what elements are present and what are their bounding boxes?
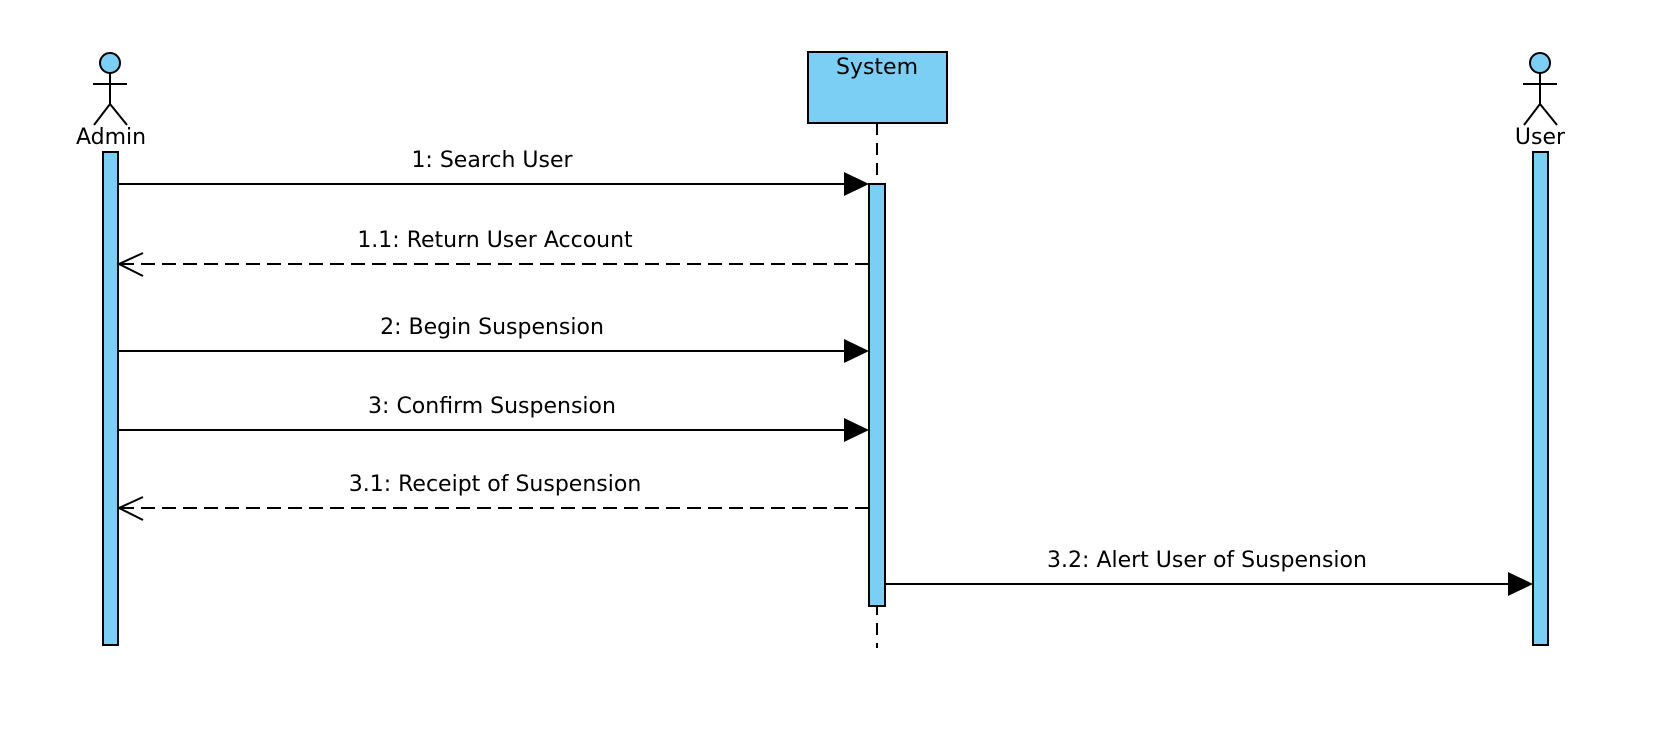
participant-label-user: User — [1515, 125, 1566, 150]
filled-arrowhead-icon — [1508, 572, 1533, 596]
user-activation-bar — [1532, 151, 1549, 646]
filled-arrowhead-icon — [844, 418, 869, 442]
message-label: 1.1: Return User Account — [357, 228, 633, 253]
participant-user[interactable]: User — [1515, 52, 1566, 150]
message-return-user-account[interactable]: 1.1: Return User Account — [116, 228, 869, 277]
system-activation-bar — [868, 183, 886, 607]
participant-label-system: System — [836, 55, 918, 80]
admin-actor-icon — [93, 52, 128, 126]
message-label: 3.1: Receipt of Suspension — [349, 472, 642, 497]
message-label: 2: Begin Suspension — [380, 315, 604, 340]
user-actor-icon — [1523, 52, 1558, 126]
message-alert-user-of-suspension[interactable]: 3.2: Alert User of Suspension — [885, 548, 1533, 596]
message-receipt-of-suspension[interactable]: 3.1: Receipt of Suspension — [116, 472, 869, 521]
message-label: 3: Confirm Suspension — [368, 394, 616, 419]
admin-activation-bar — [102, 151, 119, 646]
filled-arrowhead-icon — [844, 172, 869, 196]
open-arrowhead-icon — [116, 252, 144, 277]
message-begin-suspension[interactable]: 2: Begin Suspension — [118, 315, 869, 363]
message-confirm-suspension[interactable]: 3: Confirm Suspension — [118, 394, 869, 442]
system-object-box — [807, 51, 948, 124]
participant-system[interactable]: System — [807, 51, 948, 124]
message-label: 1: Search User — [411, 148, 573, 173]
open-arrowhead-icon — [116, 496, 144, 521]
participant-admin[interactable]: Admin — [76, 52, 146, 150]
message-label: 3.2: Alert User of Suspension — [1047, 548, 1367, 573]
participant-label-admin: Admin — [76, 125, 146, 150]
message-search-user[interactable]: 1: Search User — [118, 148, 869, 196]
filled-arrowhead-icon — [844, 339, 869, 363]
